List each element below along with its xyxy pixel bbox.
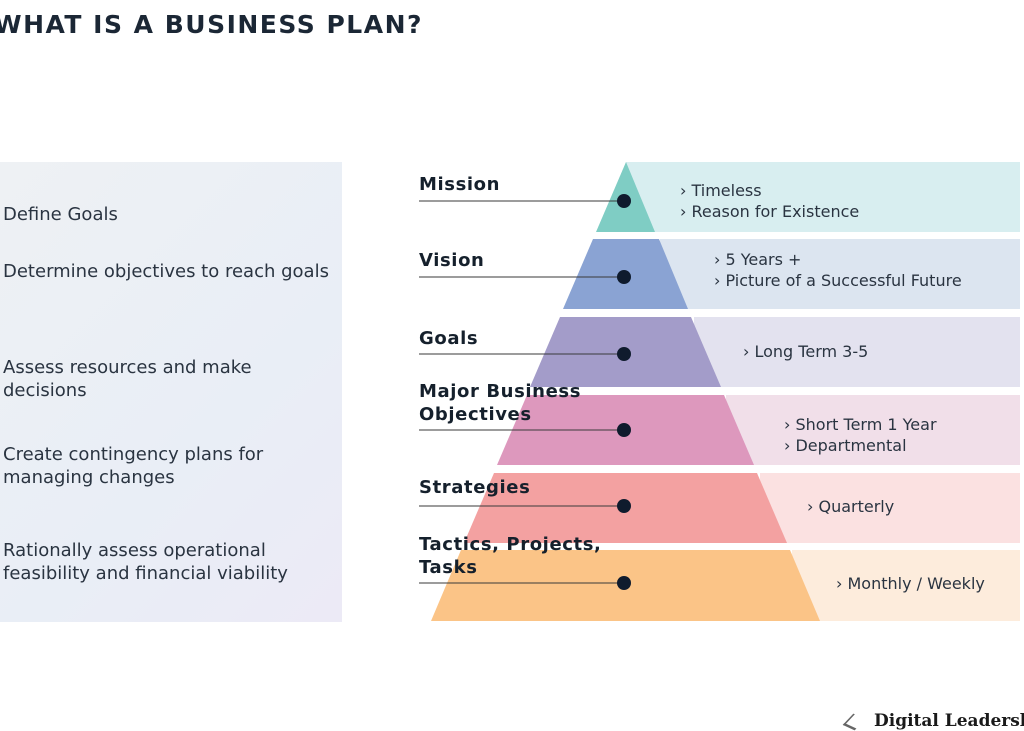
- step-assess-resources: Assess resources and make decisions: [3, 357, 252, 401]
- desc-strategies-1: › Quarterly: [807, 497, 895, 516]
- dot-goals: [617, 347, 631, 361]
- desc-objectives-1: › Short Term 1 Year: [784, 415, 937, 434]
- desc-vision-2: › Picture of a Successful Future: [714, 271, 962, 290]
- band-strategies: [760, 473, 1020, 543]
- band-tactics: [792, 550, 1020, 621]
- desc-mission-2: › Reason for Existence: [680, 202, 860, 221]
- desc-mission-1: › Timeless: [680, 181, 762, 200]
- page-title: WHAT IS A BUSINESS PLAN?: [0, 10, 424, 39]
- brand-name: Digital Leadership: [874, 711, 1024, 731]
- level-label-objectives: Major Business Objectives: [419, 381, 582, 425]
- dot-objectives: [617, 423, 631, 437]
- step-determine-objectives: Determine objectives to reach goals: [3, 261, 329, 282]
- level-label-mission: Mission: [419, 174, 501, 195]
- level-label-strategies: Strategies: [419, 477, 531, 498]
- band-mission: [626, 162, 1020, 232]
- desc-objectives-2: › Departmental: [784, 436, 907, 455]
- level-label-vision: Vision: [419, 250, 485, 271]
- step-define-goals: Define Goals: [3, 204, 118, 225]
- brand-icon: [842, 713, 866, 730]
- desc-goals-1: › Long Term 3-5: [743, 342, 869, 361]
- steps-panel: [0, 162, 342, 622]
- band-goals: [694, 317, 1020, 387]
- desc-tactics-1: › Monthly / Weekly: [836, 574, 985, 593]
- brand-logo: Digital Leadership: [842, 711, 1024, 731]
- level-label-tactics: Tactics, Projects, Tasks: [419, 534, 602, 578]
- desc-vision-1: › 5 Years +: [714, 250, 802, 269]
- dot-strategies: [617, 499, 631, 513]
- dot-mission: [617, 194, 631, 208]
- dot-tactics: [617, 576, 631, 590]
- level-label-goals: Goals: [419, 328, 479, 349]
- step-assess-feasibility: Rationally assess operational feasibilit…: [3, 540, 288, 584]
- band-vision: [660, 239, 1020, 309]
- dot-vision: [617, 270, 631, 284]
- step-contingency-plans: Create contingency plans for managing ch…: [3, 444, 264, 488]
- band-objectives: [726, 395, 1020, 465]
